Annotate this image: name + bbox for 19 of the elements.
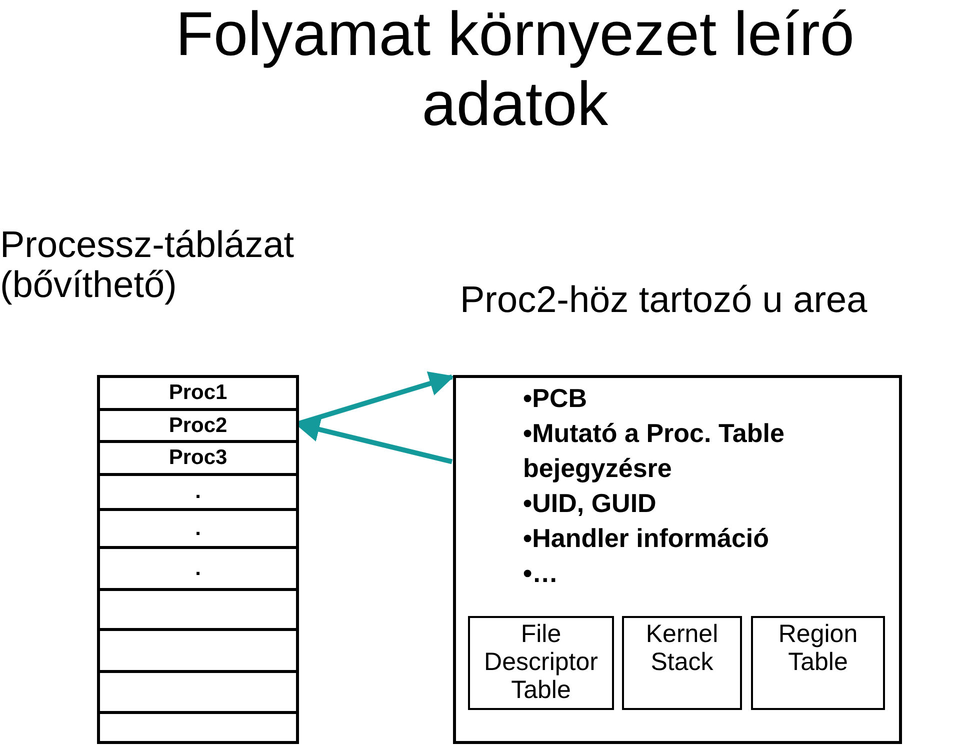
process-table <box>97 375 299 744</box>
title: Folyamat környezet leíró adatok <box>174 0 856 140</box>
table-box: Kernel Stack <box>622 616 742 710</box>
table-heading: Processz-táblázat (bővíthető) <box>0 225 296 305</box>
bullet-item: •… <box>523 558 558 588</box>
memory-area-box <box>453 375 902 744</box>
bullet-item: •Mutató a Proc. Table bejegyzésre <box>523 418 784 483</box>
table-row: Proc3 <box>100 440 296 473</box>
table-row: . <box>100 546 296 588</box>
table-row: . <box>100 508 296 546</box>
table-row: . <box>100 473 296 508</box>
bullet-item: •PCB <box>523 383 587 413</box>
table-heading: Proc2-höz tartozó u area <box>460 280 868 320</box>
bullet-item: •UID, GUID <box>523 488 656 518</box>
table-box: File Descriptor Table <box>468 616 614 710</box>
bullet-item: •Handler információ <box>523 523 770 553</box>
table-row: Proc2 <box>100 408 296 440</box>
table-row: Proc1 <box>100 378 296 408</box>
table-box: Region Table <box>751 616 885 710</box>
